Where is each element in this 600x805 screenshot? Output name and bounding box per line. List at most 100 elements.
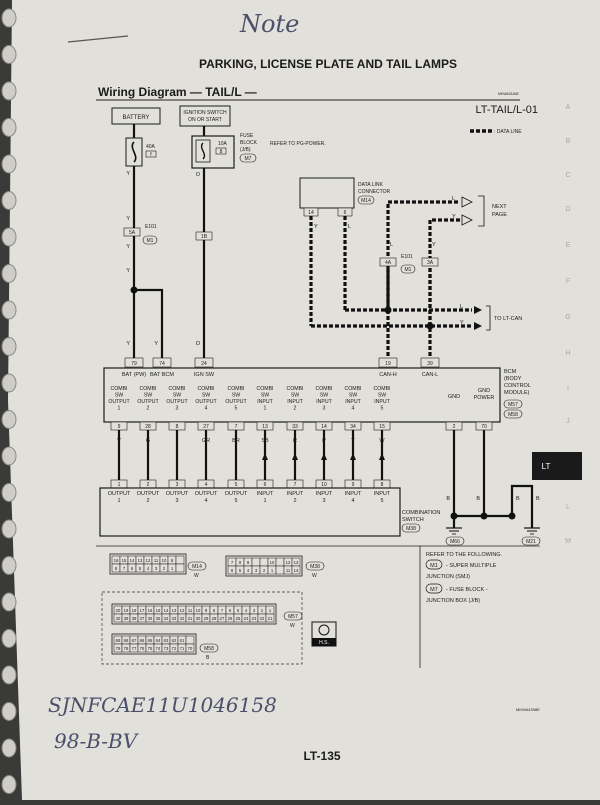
dlc-pin-14: 14 [308, 210, 314, 216]
side-tab-active[interactable] [532, 452, 582, 480]
wire-color-b: B [476, 496, 480, 502]
wire-color: SB [261, 438, 269, 444]
pin-number: 73 [164, 646, 169, 651]
binder-ring [1, 118, 17, 137]
bcm-pin-label: BAT BCM [150, 372, 174, 378]
combi-sw-label: SW [291, 393, 299, 399]
side-tab-b[interactable]: B [566, 138, 571, 145]
ref-code: MKWA0184E [498, 92, 520, 96]
connector-face-m57-color: W [290, 623, 295, 629]
wire-color: W [379, 438, 385, 444]
pin-number: 6 [231, 568, 234, 573]
bcm-label: BCM [504, 369, 517, 375]
connector-face-m14: M14 [192, 564, 202, 570]
pin-number: 9 [171, 558, 174, 563]
fuse-block-jb [191, 135, 235, 169]
side-tab-lt[interactable]: LT [542, 462, 551, 471]
combi-sw-label: SW [378, 393, 386, 399]
pin-number: 36 [148, 616, 153, 621]
bcm-pin-label: BAT (PW) [122, 372, 146, 378]
fuse-10a-number: 8 [220, 149, 223, 155]
side-tab-i[interactable]: I [567, 386, 569, 393]
pin-number: 10 [162, 558, 167, 563]
pin-number: 34 [164, 616, 169, 621]
splice-dot [480, 512, 488, 520]
pin-number: 14 [294, 568, 299, 573]
pin-number: 65 [148, 638, 153, 643]
combi-sw-label: SW [173, 393, 181, 399]
binder-ring [1, 665, 17, 685]
pin-number: 61 [180, 638, 185, 643]
pin-number: 25 [236, 616, 241, 621]
battery-label: BATTERY [122, 115, 149, 121]
wire-color-o: O [196, 172, 201, 178]
pin-number: 28 [212, 616, 217, 621]
switch-pin-label: 4 [204, 498, 207, 504]
side-tab-f[interactable]: F [566, 278, 570, 285]
binder-ring [1, 337, 17, 356]
doc-code: MKWA4398E [516, 707, 540, 712]
side-tab-e[interactable]: E [566, 242, 571, 249]
combination-switch-box [99, 487, 401, 537]
combi-sw-label: 4 [352, 406, 355, 412]
combi-sw-label: OUTPUT [225, 399, 247, 405]
wire-color: GR [202, 438, 210, 444]
wire-color-y: Y [126, 244, 130, 250]
combi-sw-label: COMBI [197, 386, 214, 392]
connector-e101: E101 [401, 254, 413, 260]
bcm-pin-number: 19 [385, 361, 391, 367]
combi-sw-label: COMBI [315, 386, 332, 392]
binder-ring [1, 446, 17, 466]
binder-ring [1, 775, 17, 794]
pin-number: 14 [164, 608, 169, 613]
bcm-pin-number: 74 [159, 361, 165, 367]
pin-number: 30 [196, 616, 201, 621]
pin-number: 8 [213, 608, 216, 613]
diagram-heading: Wiring Diagram — TAIL/L — [98, 85, 257, 99]
bcm-pin [378, 357, 398, 368]
connector-face-m14-color: W [194, 573, 199, 579]
combi-sw-label: OUTPUT [108, 399, 130, 405]
binder-ring [1, 227, 17, 247]
pin-number: 15 [122, 558, 127, 563]
binder-ring [1, 191, 17, 210]
combi-sw-label: OUTPUT [137, 399, 159, 405]
combi-sw-label: 2 [147, 406, 150, 412]
switch-pin-number: 1 [118, 482, 121, 488]
side-tab-c[interactable]: C [565, 172, 570, 179]
pin-number: 79 [116, 646, 121, 651]
switch-pin-number: 5 [235, 482, 238, 488]
pin-number: 64 [156, 638, 161, 643]
combination-switch-connector: M38 [406, 526, 416, 532]
data-line-legend: : DATA LINE [494, 129, 522, 135]
pin-number: 1 [269, 608, 272, 613]
wire-color-y: Y [126, 268, 130, 274]
combi-sw-label: COMBI [139, 386, 156, 392]
side-tab-j[interactable]: J [566, 418, 570, 425]
bcm-label: (BODY [504, 376, 522, 382]
pin-number: 7 [231, 560, 234, 565]
combi-sw-label: SW [320, 393, 328, 399]
bcm-pin-number: 9 [118, 424, 121, 430]
pin-number: 66 [140, 638, 145, 643]
side-tab-d[interactable]: D [565, 206, 570, 213]
wire-color-b: B [516, 496, 520, 502]
gnd-power-pin: 70 [481, 424, 487, 430]
pin-number: 16 [148, 608, 153, 613]
side-tab-h[interactable]: H [565, 350, 570, 357]
switch-pin-label: INPUT [374, 491, 391, 497]
signal-arrow [292, 453, 298, 460]
side-tab-a[interactable]: A [566, 104, 571, 111]
pin-number: 9 [247, 560, 250, 565]
side-tab-g[interactable]: G [565, 314, 570, 321]
side-tab-m[interactable]: M [565, 538, 571, 545]
splice-dot [426, 322, 434, 330]
pin-number: 15 [156, 608, 161, 613]
gnd-label: GND [448, 394, 460, 400]
bcm-pin [194, 357, 214, 368]
bcm-pin-number: 28 [145, 424, 151, 430]
side-tab-l[interactable]: L [566, 504, 570, 511]
pin-number: 1 [271, 568, 274, 573]
